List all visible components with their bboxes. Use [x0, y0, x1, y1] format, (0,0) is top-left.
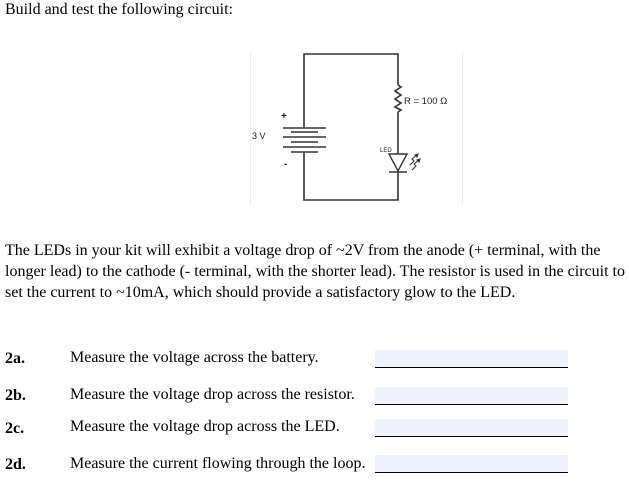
battery-plus-sign: +: [281, 111, 287, 122]
question-label: 2d.: [5, 456, 26, 473]
led-symbol: [387, 153, 409, 173]
question-label: 2a.: [5, 350, 25, 367]
question-text: Measure the current flowing through the …: [70, 455, 366, 472]
instructions-paragraph: The LEDs in your kit will exhibit a volt…: [5, 242, 625, 301]
resistor-symbol: [393, 84, 403, 113]
question-text: Measure the voltage drop across the resi…: [70, 386, 355, 403]
question-label: 2b.: [5, 387, 26, 404]
question-text: Measure the voltage drop across the LED.: [70, 418, 340, 435]
question-text: Measure the voltage across the battery.: [70, 349, 319, 366]
battery-symbol: [283, 127, 326, 153]
light-emission-icon: [409, 153, 421, 171]
answer-field-2c[interactable]: [375, 419, 568, 437]
battery-minus-sign: -: [284, 159, 287, 170]
circuit-wires: [303, 53, 409, 201]
led-label: LED: [380, 148, 392, 154]
answer-field-2a[interactable]: [375, 350, 568, 368]
resistor-label: R = 100 Ω: [404, 96, 447, 107]
circuit-diagram: 3 V + - R = 100 Ω LED: [250, 52, 463, 205]
question-label: 2c.: [5, 420, 25, 437]
answer-field-2d[interactable]: [375, 455, 568, 473]
answer-field-2b[interactable]: [375, 387, 568, 405]
page-heading: Build and test the following circuit:: [5, 1, 233, 18]
battery-voltage-label: 3 V: [252, 131, 266, 141]
